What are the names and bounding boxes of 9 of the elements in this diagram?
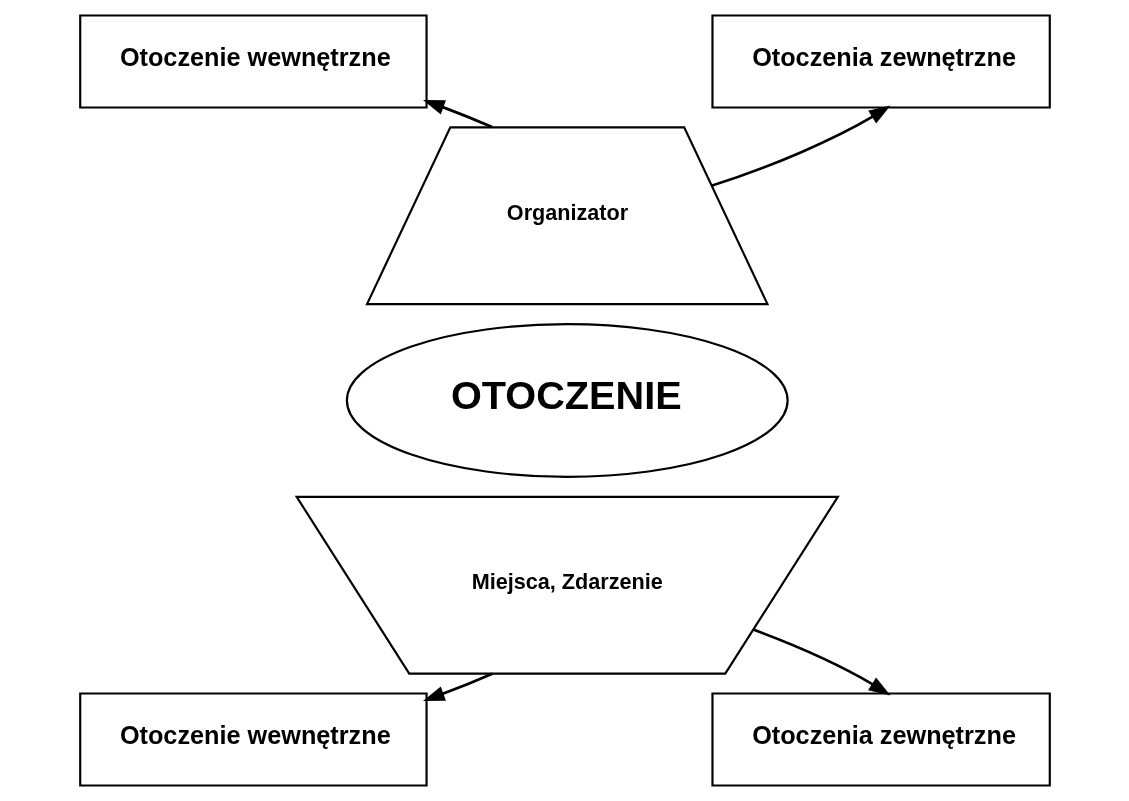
node-box: Otoczenia zewnętrzne <box>710 692 1051 787</box>
node-box: Otoczenie wewnętrzne <box>78 692 428 787</box>
arrow <box>422 672 493 702</box>
node-box: Otoczenie wewnętrzne <box>78 14 428 109</box>
arrow <box>422 99 493 129</box>
node-ellipse: OTOCZENIE <box>345 323 789 478</box>
node-box: Otoczenia zewnętrzne <box>710 14 1051 109</box>
arrow <box>711 105 891 187</box>
arrow <box>752 628 890 696</box>
